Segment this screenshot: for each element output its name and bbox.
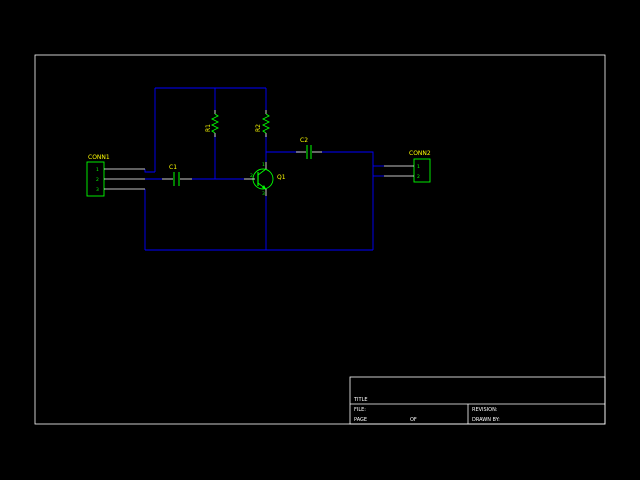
q1-pin3-number: 3 xyxy=(262,191,265,197)
conn2-refdes: CONN2 xyxy=(409,150,431,157)
file-label: FILE: xyxy=(354,407,366,413)
conn1-pin1-number: 1 xyxy=(96,167,99,173)
q1-pin2-number: 2 xyxy=(250,173,253,179)
revision-label: REVISION: xyxy=(472,407,498,413)
wire-c2-right xyxy=(321,151,374,250)
of-label: OF xyxy=(410,417,417,423)
conn2: CONN2 1 2 xyxy=(384,150,431,183)
sheet-border xyxy=(34,54,606,425)
conn1-refdes: CONN1 xyxy=(88,154,110,161)
title-label: TITLE xyxy=(353,397,368,403)
conn2-pin1-number: 1 xyxy=(417,164,420,170)
capacitor-c1: C1 xyxy=(162,164,192,186)
wire-conn1-supply xyxy=(144,169,155,173)
q1-collector-leg xyxy=(257,168,267,176)
r2-body xyxy=(261,113,271,134)
conn1: CONN1 1 2 3 xyxy=(86,154,145,197)
r1-body xyxy=(210,113,220,134)
page-label: PAGE xyxy=(354,417,367,423)
resistor-r2: R2 xyxy=(255,110,271,137)
c1-refdes: C1 xyxy=(169,164,177,171)
conn1-pin2-number: 2 xyxy=(96,177,99,183)
resistor-r1: R1 xyxy=(205,110,220,137)
q1-refdes: Q1 xyxy=(277,174,286,181)
conn2-pin2-number: 2 xyxy=(417,174,420,180)
q1-envelope xyxy=(252,168,274,190)
wires xyxy=(144,87,384,251)
transistor-q1: Q1 1 2 3 xyxy=(244,162,286,197)
capacitor-c2: C2 xyxy=(296,137,322,159)
title-block: TITLE FILE: REVISION: PAGE OF DRAWN BY: xyxy=(349,376,606,425)
title-block-frame xyxy=(349,376,606,425)
conn2-body xyxy=(413,158,431,183)
q1-emitter-arrow xyxy=(262,185,266,189)
r2-refdes: R2 xyxy=(255,124,262,132)
c2-refdes: C2 xyxy=(300,137,308,144)
q1-pin1-number: 1 xyxy=(262,162,265,168)
r1-refdes: R1 xyxy=(205,124,212,132)
conn1-pin3-number: 3 xyxy=(96,187,99,193)
drawn-by-label: DRAWN BY: xyxy=(472,417,500,423)
